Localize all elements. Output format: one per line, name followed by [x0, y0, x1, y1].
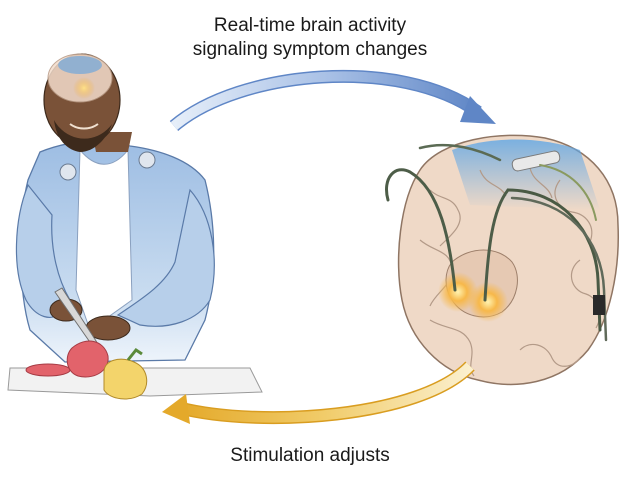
feedback-caption-line-1: Real-time brain activity	[213, 15, 407, 36]
left-arm	[15, 183, 71, 318]
cortex-activity-highlight	[452, 139, 600, 210]
feedback-caption: Real-time brain activity signaling sympt…	[150, 14, 470, 62]
feedback-arrow	[169, 69, 496, 132]
head	[43, 53, 132, 152]
implanted-device	[511, 150, 561, 172]
chest-device-left	[59, 163, 77, 181]
feedback-caption-line-2: signaling symptom changes	[192, 39, 428, 60]
cortical-folds	[419, 167, 601, 377]
stimulation-glow-right	[468, 282, 508, 322]
person-illustration	[7, 53, 263, 400]
curved-arrow-right-icon	[460, 96, 496, 124]
chest-device-right	[138, 151, 156, 169]
electrode-leads	[385, 143, 608, 342]
red-pepper-slices	[25, 340, 109, 378]
curved-arrow-left-icon	[162, 394, 190, 424]
stimulation-arrow	[162, 361, 475, 425]
right-arm	[116, 188, 215, 327]
brain-cross-section	[385, 134, 619, 386]
yellow-pepper	[103, 347, 148, 400]
stimulation-caption: Stimulation adjusts	[230, 445, 390, 466]
undershirt	[75, 148, 133, 331]
